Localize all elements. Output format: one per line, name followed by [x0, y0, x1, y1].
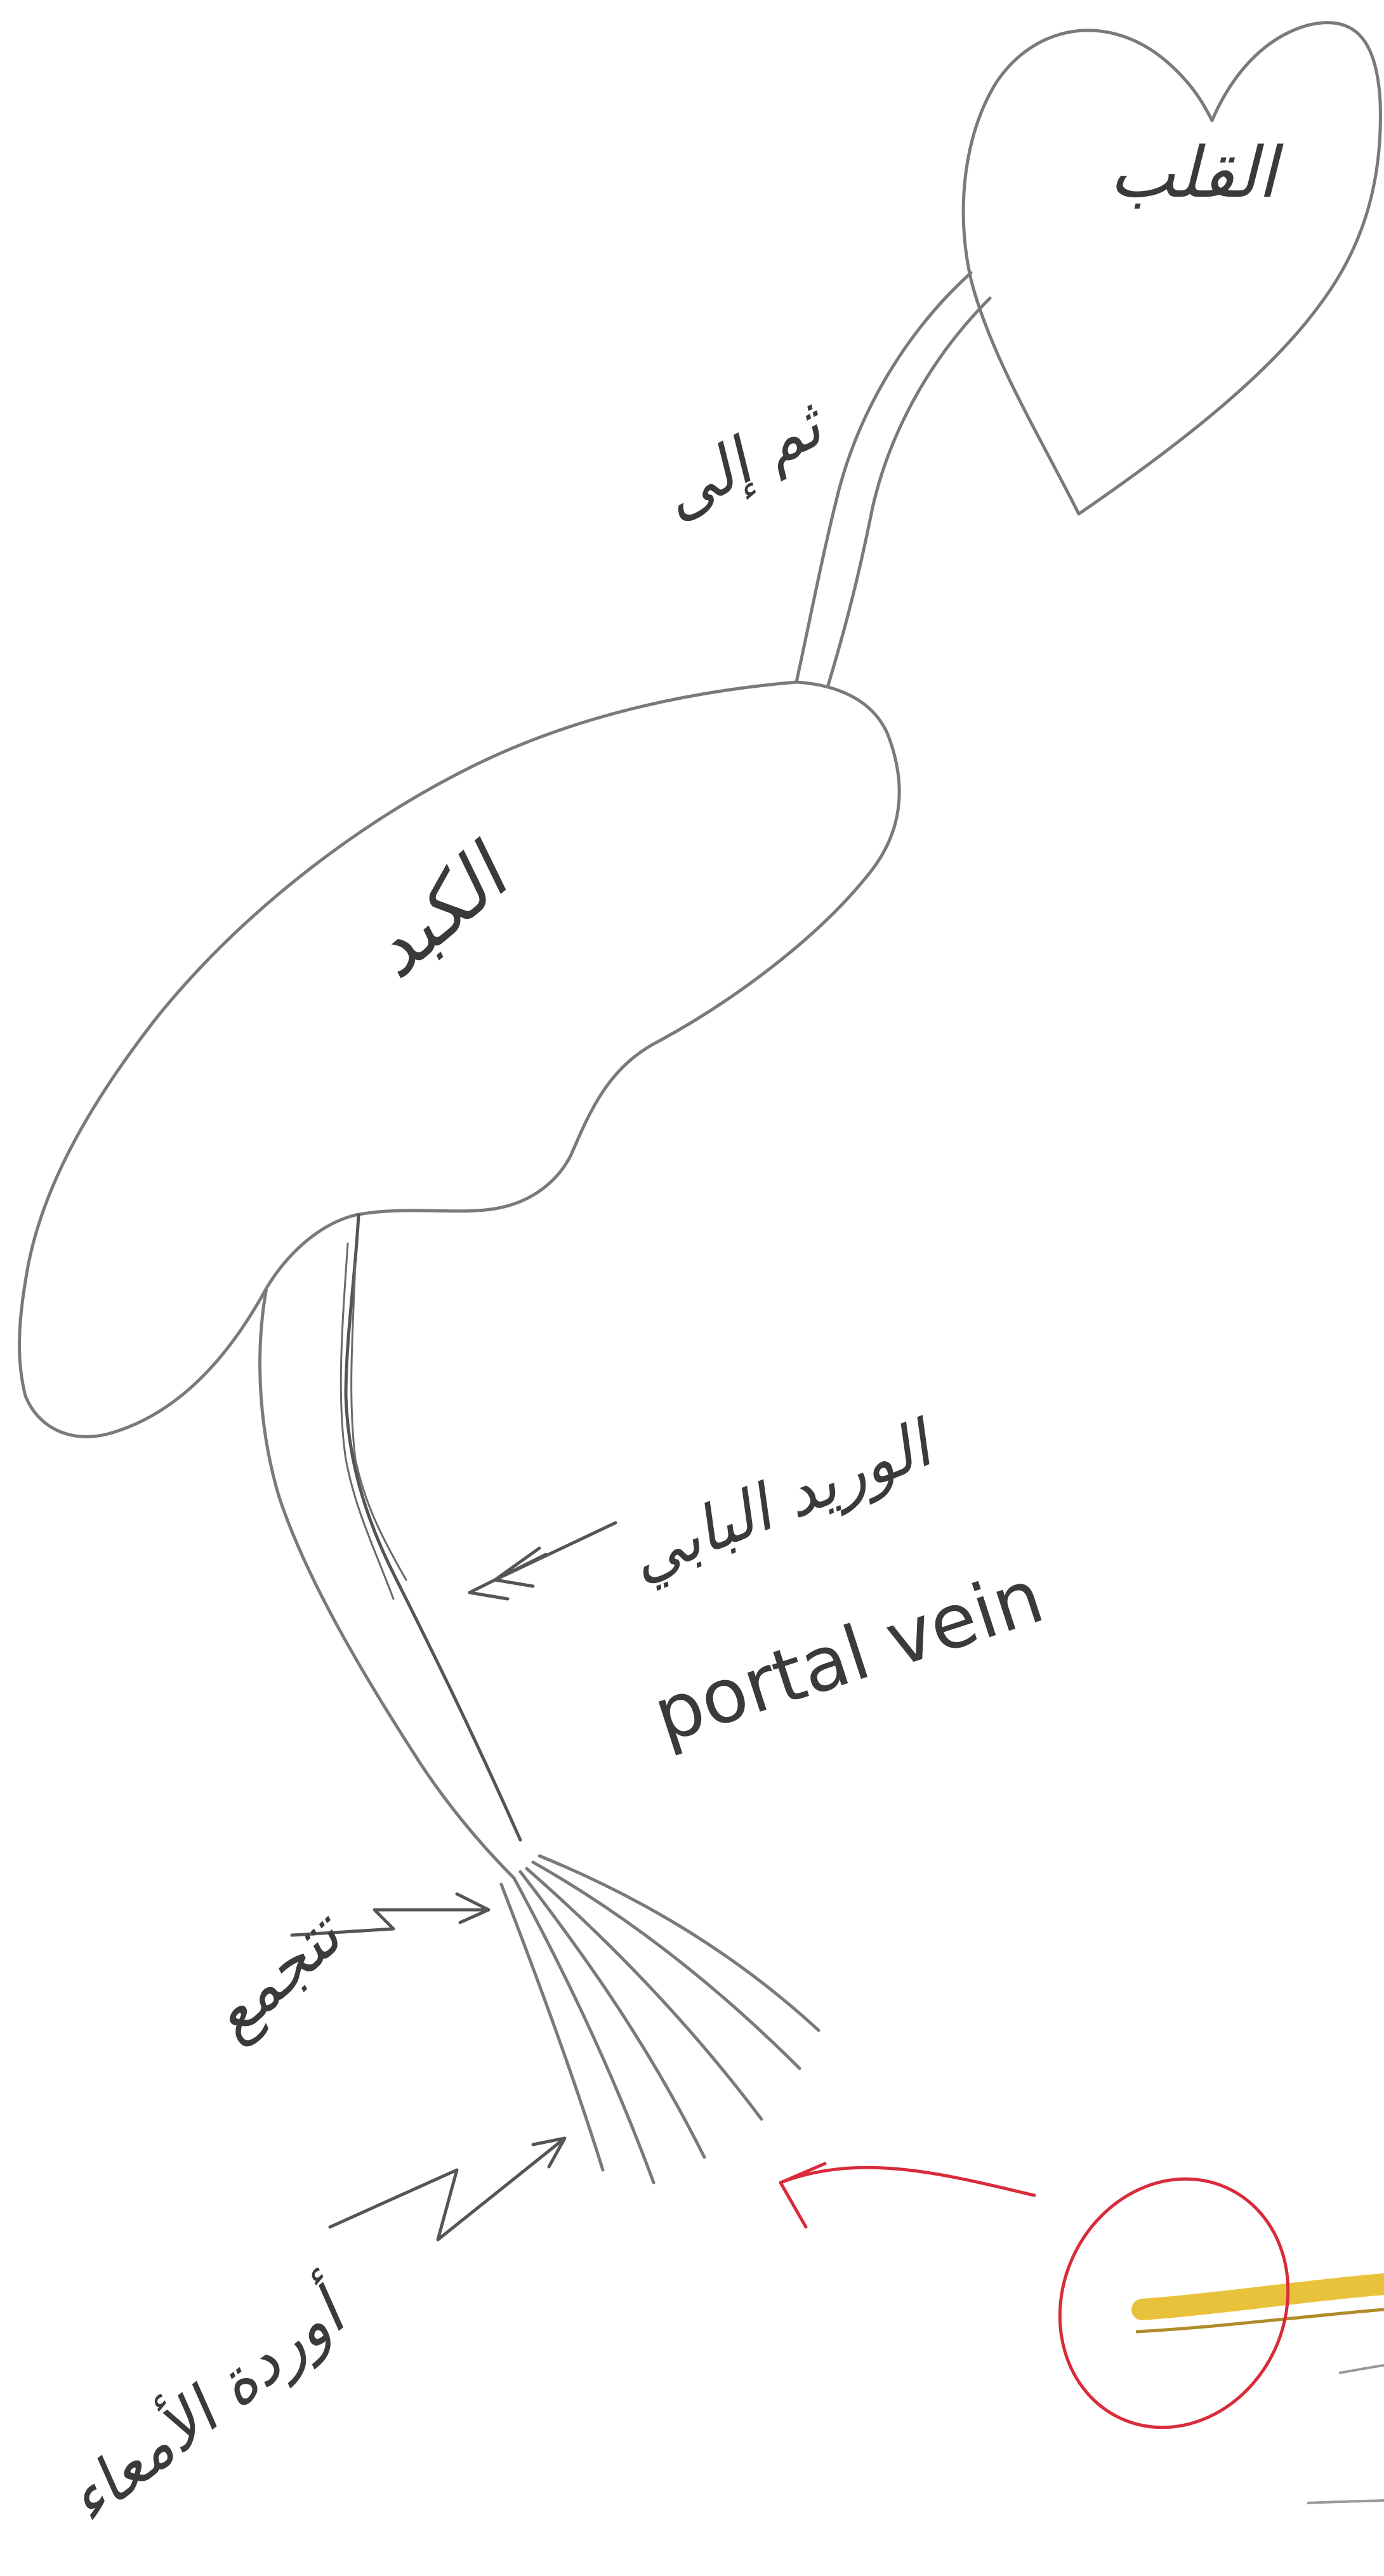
heart-label: القلب [1109, 132, 1284, 213]
